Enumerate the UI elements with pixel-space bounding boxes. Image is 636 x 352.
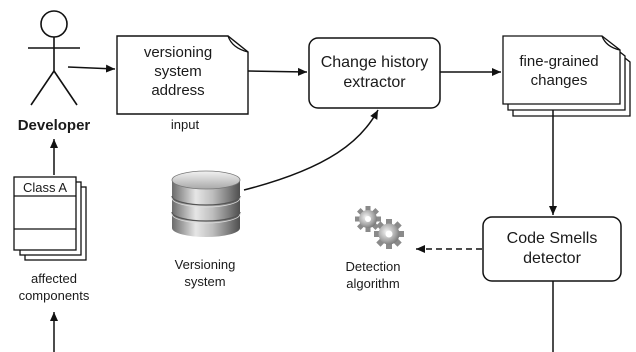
connectors <box>50 64 557 352</box>
versioning-system-label: Versioning system <box>174 257 236 289</box>
uml-class-icon <box>13 176 87 261</box>
arrow-address-to-extractor <box>247 67 308 76</box>
smells-label: Code Smells detector <box>506 230 598 267</box>
versioning-address-label: versioning system address <box>143 44 213 99</box>
actor-label: Developer <box>17 117 91 134</box>
extractor-shape <box>308 37 441 109</box>
extractor-label: Change history extractor <box>320 54 429 91</box>
class-a-label: Class A <box>22 180 68 195</box>
affected-components-label: affected components <box>18 271 90 303</box>
arrow-developer-to-address <box>67 64 116 73</box>
changes-label: fine-grained changes <box>519 53 599 89</box>
database-icon <box>171 170 241 237</box>
stick-figure-icon <box>28 10 80 106</box>
gears-icon <box>355 206 404 249</box>
arrow-versioning-to-extractor <box>243 109 379 191</box>
changes-shape <box>502 35 631 117</box>
versioning-address-shape <box>116 35 249 115</box>
detection-label: Detection algorithm <box>345 259 401 291</box>
smells-shape <box>482 216 622 282</box>
input-label: input <box>170 117 200 132</box>
